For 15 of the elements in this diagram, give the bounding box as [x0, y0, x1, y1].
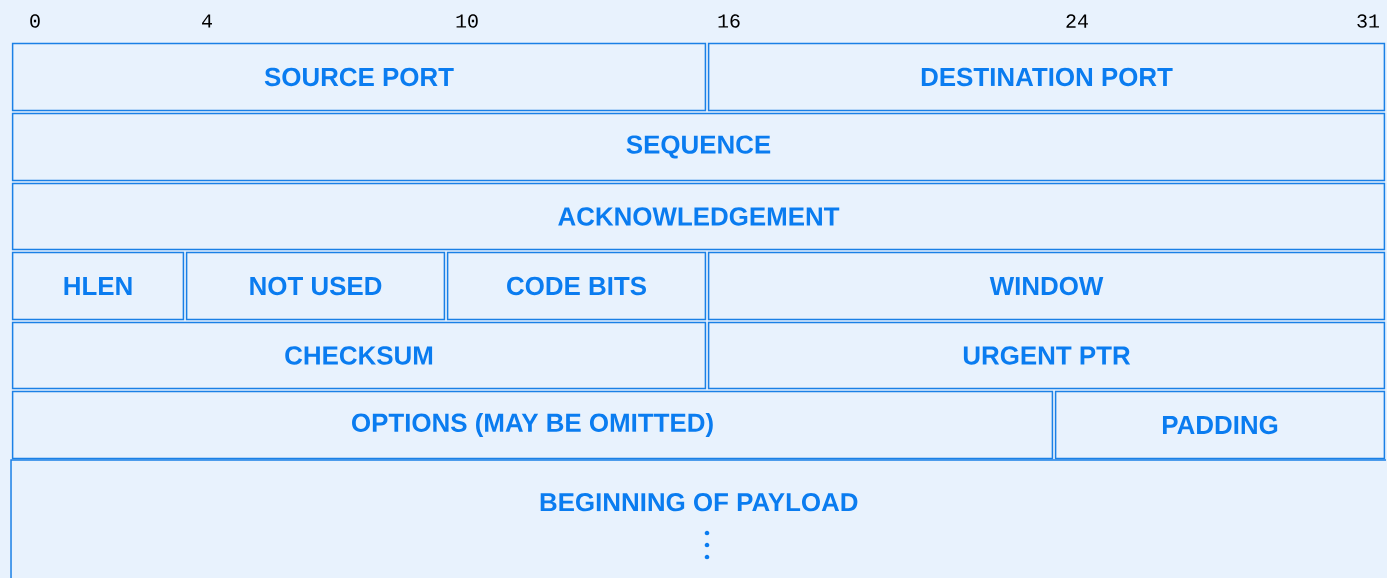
field-box: URGENT PTR — [707, 321, 1386, 390]
node-label: BEGINNING OF PAYLOAD — [540, 493, 858, 512]
field-box: SOURCE PORT — [11, 42, 707, 112]
field-box: CHECKSUM — [11, 321, 707, 390]
field-box: DESTINATION PORT — [707, 42, 1386, 112]
field-box: SEQUENCE — [11, 112, 1386, 182]
field-box: HLEN — [11, 251, 185, 321]
field-box: OPTIONS (MAY BE OMITTED) — [11, 390, 1054, 460]
field-box: PADDING — [1054, 390, 1386, 460]
payload-box: BEGINNING OF PAYLOAD — [10, 459, 1387, 578]
field-box: NOT USED — [185, 251, 446, 321]
field-box: CODE BITS — [446, 251, 707, 321]
field-box: WINDOW — [707, 251, 1386, 321]
bit-number: 16 — [718, 14, 740, 28]
field-box: ACKNOWLEDGEMENT — [11, 182, 1386, 251]
